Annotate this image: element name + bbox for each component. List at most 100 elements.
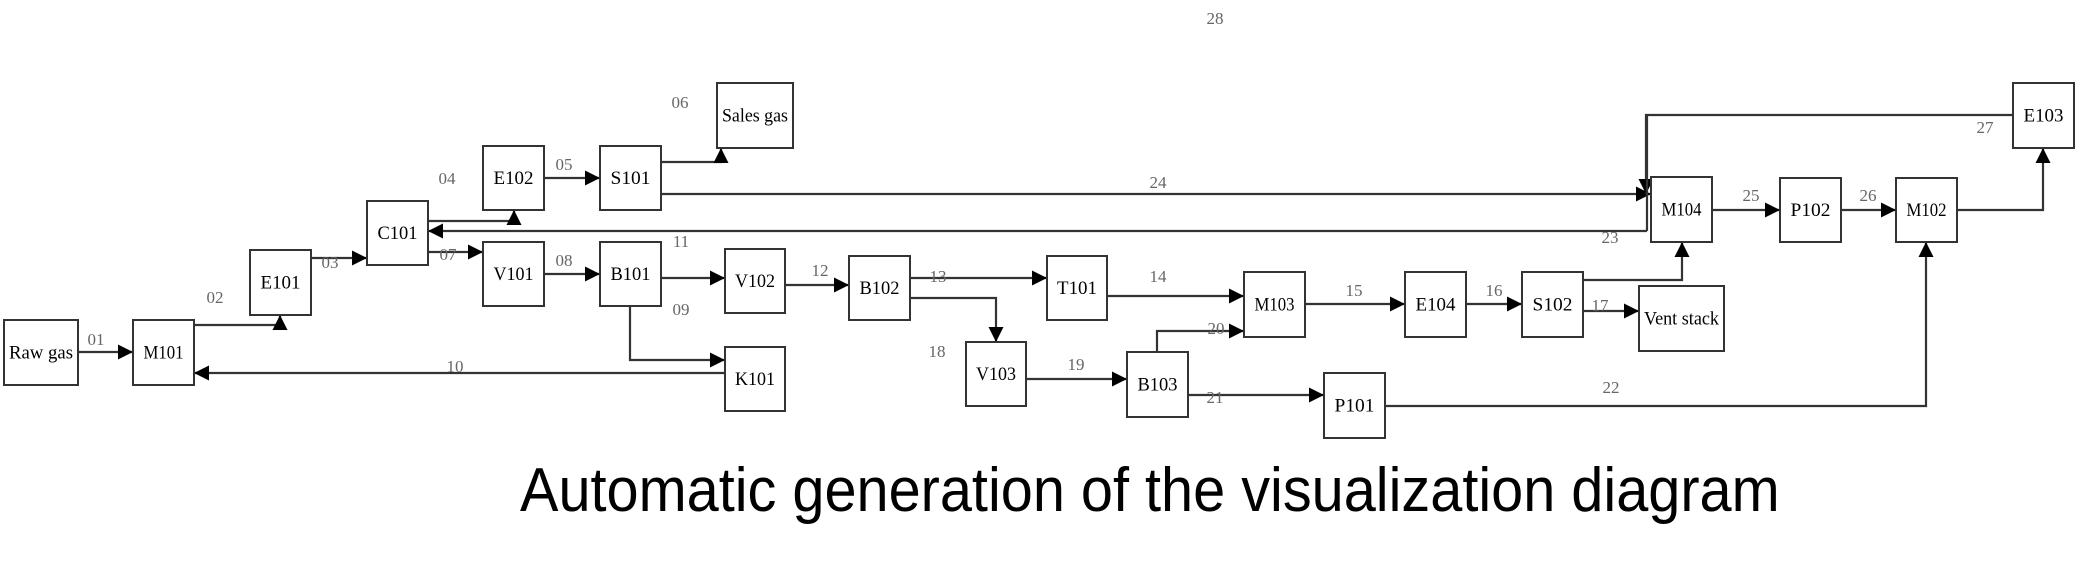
stream-26: 26 bbox=[1841, 186, 1896, 218]
unit-s101[interactable]: S101 bbox=[599, 145, 662, 211]
unit-label: B102 bbox=[860, 278, 900, 299]
unit-box bbox=[482, 145, 545, 211]
stream-23-s102-to-m104-line bbox=[1583, 242, 1690, 282]
stream-12: 12 bbox=[785, 261, 849, 293]
units-layer: Raw gas M101 E101 C101 E102 S101 Sales gasV101… bbox=[3, 82, 2075, 439]
stream-13: 13 bbox=[910, 267, 1047, 286]
unit-e103[interactable]: E103 bbox=[2012, 82, 2075, 149]
unit-box bbox=[1046, 255, 1108, 321]
unit-box bbox=[1126, 351, 1189, 418]
unit-v103[interactable]: V103 bbox=[965, 341, 1027, 407]
unit-box bbox=[1895, 177, 1958, 243]
unit-e104[interactable]: E104 bbox=[1404, 271, 1467, 338]
stream-08: 08 bbox=[544, 251, 600, 282]
unit-box bbox=[724, 346, 786, 412]
unit-box bbox=[599, 241, 662, 307]
stream-22-line bbox=[1385, 242, 1934, 408]
stream-label: 11 bbox=[673, 232, 689, 251]
unit-v101[interactable]: V101 bbox=[482, 241, 545, 307]
unit-e102[interactable]: E102 bbox=[482, 145, 545, 211]
unit-raw-gas[interactable]: Raw gas bbox=[3, 319, 79, 386]
unit-p101[interactable]: P101 bbox=[1323, 372, 1386, 439]
unit-c101[interactable]: C101 bbox=[366, 200, 429, 266]
stream-03: 03 bbox=[311, 250, 367, 272]
stream-label: 19 bbox=[1068, 355, 1085, 374]
stream-label: 27 bbox=[1977, 118, 1995, 137]
stream-02-line bbox=[194, 315, 288, 330]
stream-label: 16 bbox=[1486, 281, 1503, 300]
stream-label: 14 bbox=[1150, 267, 1168, 286]
stream-10: 10 bbox=[194, 357, 725, 381]
stream-label: 15 bbox=[1346, 281, 1363, 300]
unit-b101[interactable]: B101 bbox=[599, 241, 662, 307]
unit-box bbox=[716, 82, 794, 149]
unit-label: M104 bbox=[1662, 200, 1702, 221]
stream-11: 11 bbox=[661, 232, 725, 286]
unit-label: E104 bbox=[1416, 295, 1456, 316]
unit-label: P101 bbox=[1335, 396, 1375, 417]
unit-b102[interactable]: B102 bbox=[848, 255, 911, 321]
unit-e101[interactable]: E101 bbox=[249, 249, 312, 316]
stream-label: 25 bbox=[1743, 186, 1760, 205]
unit-k101[interactable]: K101 bbox=[724, 346, 786, 412]
unit-label: E103 bbox=[2024, 106, 2064, 127]
stream-label: 24 bbox=[1150, 173, 1168, 192]
stream-22: 22 bbox=[1385, 242, 1934, 408]
stream-label: 18 bbox=[929, 342, 946, 361]
unit-box bbox=[3, 319, 79, 386]
unit-label: E102 bbox=[494, 168, 534, 189]
unit-b103[interactable]: B103 bbox=[1126, 351, 1189, 418]
unit-label: V103 bbox=[976, 364, 1016, 385]
unit-box bbox=[2012, 82, 2075, 149]
unit-t101[interactable]: T101 bbox=[1046, 255, 1108, 321]
unit-label: Vent stack bbox=[1644, 309, 1719, 330]
unit-p102[interactable]: P102 bbox=[1779, 177, 1842, 243]
unit-label: P102 bbox=[1791, 200, 1831, 221]
stream-01: 01 bbox=[78, 330, 133, 360]
unit-v102[interactable]: V102 bbox=[724, 248, 786, 314]
stream-18: 18 bbox=[910, 296, 1004, 361]
stream-m102-to-e103-line bbox=[1957, 148, 2051, 212]
unit-label: T101 bbox=[1057, 278, 1097, 299]
stream-16: 16 bbox=[1466, 281, 1522, 312]
unit-m102[interactable]: M102 bbox=[1895, 177, 1958, 243]
stream-label: 13 bbox=[930, 267, 947, 286]
stream-label: 26 bbox=[1860, 186, 1877, 205]
stream-23: 23 bbox=[428, 223, 1647, 247]
stream-label: 07 bbox=[440, 245, 458, 264]
unit-box bbox=[482, 241, 545, 307]
stream-28: 28 bbox=[1207, 9, 1224, 28]
stream-label: 05 bbox=[556, 155, 573, 174]
stream-label: 17 bbox=[1592, 296, 1610, 315]
stream-label: 28 bbox=[1207, 9, 1224, 28]
unit-label: M102 bbox=[1907, 200, 1947, 221]
stream-label: 20 bbox=[1208, 319, 1225, 338]
unit-s102[interactable]: S102 bbox=[1521, 271, 1584, 338]
diagram-caption: Automatic generation of the visualizatio… bbox=[520, 456, 1780, 525]
unit-label: M101 bbox=[144, 343, 184, 364]
unit-sales-gas[interactable]: Sales gas bbox=[716, 82, 794, 149]
stream-18-line bbox=[910, 296, 1004, 342]
stream-19: 19 bbox=[1026, 355, 1127, 387]
unit-label: S102 bbox=[1533, 295, 1573, 316]
unit-box bbox=[848, 255, 911, 321]
stream-label: 21 bbox=[1207, 388, 1224, 407]
unit-vent-stack[interactable]: Vent stack bbox=[1638, 285, 1725, 352]
unit-box bbox=[1521, 271, 1584, 338]
unit-box bbox=[724, 248, 786, 314]
unit-box bbox=[249, 249, 312, 316]
stream-21: 21 bbox=[1188, 387, 1324, 407]
stream-20-line bbox=[1155, 323, 1244, 352]
stream-label: 22 bbox=[1603, 378, 1620, 397]
stream-06: 06 bbox=[661, 93, 729, 164]
stream-25: 25 bbox=[1712, 186, 1780, 218]
unit-label: K101 bbox=[735, 369, 775, 390]
unit-box bbox=[1243, 271, 1306, 338]
unit-m104[interactable]: M104 bbox=[1650, 176, 1713, 243]
unit-label: M103 bbox=[1255, 295, 1295, 316]
unit-label: Sales gas bbox=[722, 106, 788, 127]
unit-m101[interactable]: M101 bbox=[132, 319, 195, 386]
unit-m103[interactable]: M103 bbox=[1243, 271, 1306, 338]
unit-label: V102 bbox=[735, 271, 775, 292]
